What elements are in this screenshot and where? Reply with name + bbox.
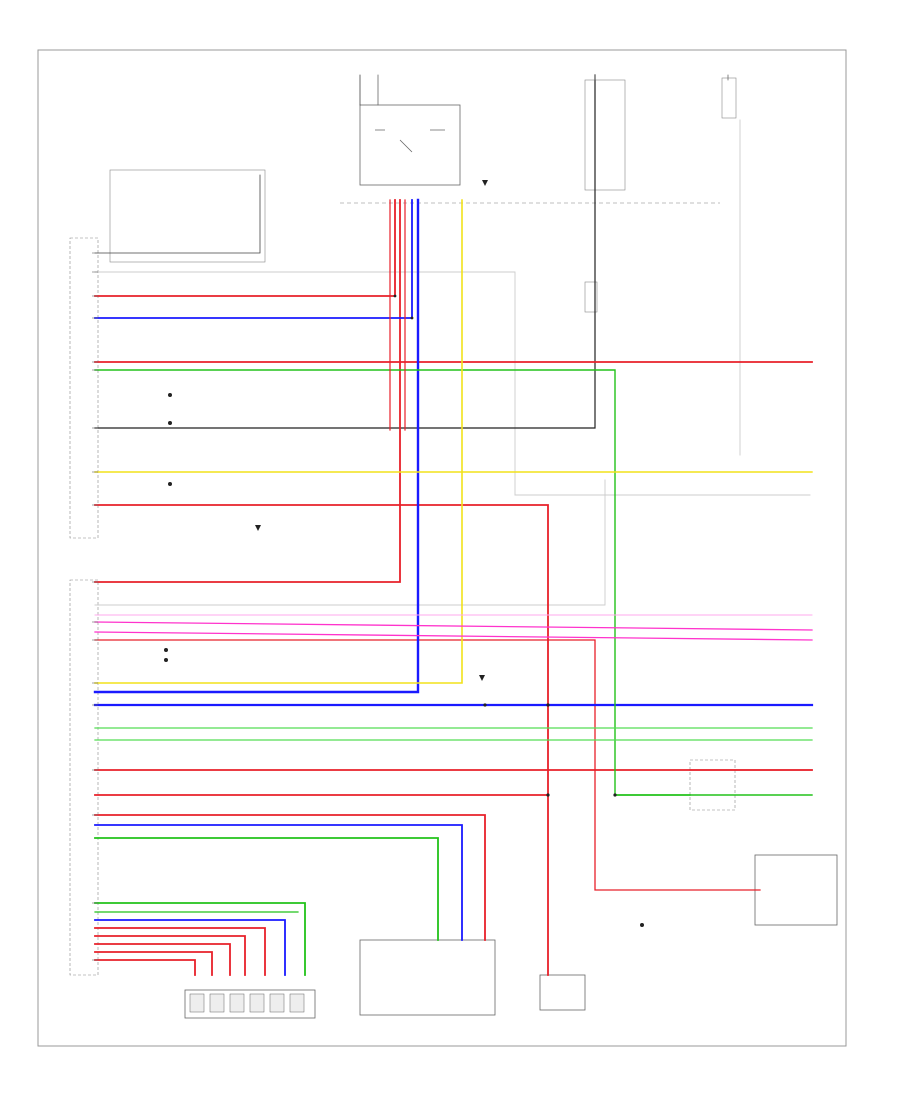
wire-red-8 — [94, 639, 761, 891]
wire-black-1 — [94, 74, 596, 429]
accelerator-pedal-box — [184, 989, 316, 1019]
speed-sensor-box — [109, 169, 266, 263]
wire-red-7 — [94, 814, 486, 941]
wire-magenta-2 — [94, 631, 813, 641]
wire-yellow-2 — [94, 199, 463, 684]
stop-lamp-box — [539, 974, 586, 1011]
diagram-border — [37, 49, 847, 1047]
ground-symbols — [164, 180, 644, 927]
wire-green-5 — [94, 902, 306, 976]
stop-switch-box — [721, 77, 737, 119]
wire-red-11 — [94, 943, 231, 976]
top-fuse-box — [584, 79, 626, 191]
connector-dot-icon — [164, 658, 168, 662]
throttle-body-box — [359, 939, 496, 1016]
wire-red-10 — [94, 935, 246, 976]
tcm-box — [69, 237, 99, 976]
connector-dot-icon — [168, 482, 172, 486]
wire-gray-1 — [94, 271, 516, 496]
front-relay-box — [359, 104, 461, 186]
wire-red-12 — [94, 951, 213, 976]
wire-red-1 — [94, 199, 396, 297]
ground-arrow-icon — [482, 180, 488, 186]
connector-dot-icon — [168, 421, 172, 425]
wire-blue-1 — [94, 199, 413, 319]
wire-blue-2 — [93, 198, 420, 694]
connector-dot-icon — [168, 393, 172, 397]
connector-dot-icon — [640, 923, 644, 927]
right-lamp-symbol — [689, 759, 736, 811]
connector-dot-icon — [164, 648, 168, 652]
neutral-switch-box — [754, 854, 838, 926]
ground-arrow-icon — [255, 525, 261, 531]
ground-arrow-icon — [479, 675, 485, 681]
splice-dots — [393, 294, 617, 797]
wire-gray-3 — [94, 479, 606, 606]
tcm-pin-ticks — [92, 252, 98, 961]
shift-lock-symbol — [584, 281, 598, 313]
wire-layer — [93, 74, 814, 976]
wire-green-1 — [94, 369, 813, 796]
wire-red-3 — [94, 504, 549, 976]
wire-magenta-1 — [94, 621, 813, 631]
wire-red-4 — [94, 199, 401, 583]
wire-red-9 — [94, 927, 266, 976]
wire-black-3 — [94, 174, 261, 254]
wire-red-13 — [94, 959, 196, 976]
wire-blue-5 — [94, 919, 286, 976]
wire-green-4 — [94, 837, 439, 941]
wire-blue-4 — [94, 824, 463, 941]
